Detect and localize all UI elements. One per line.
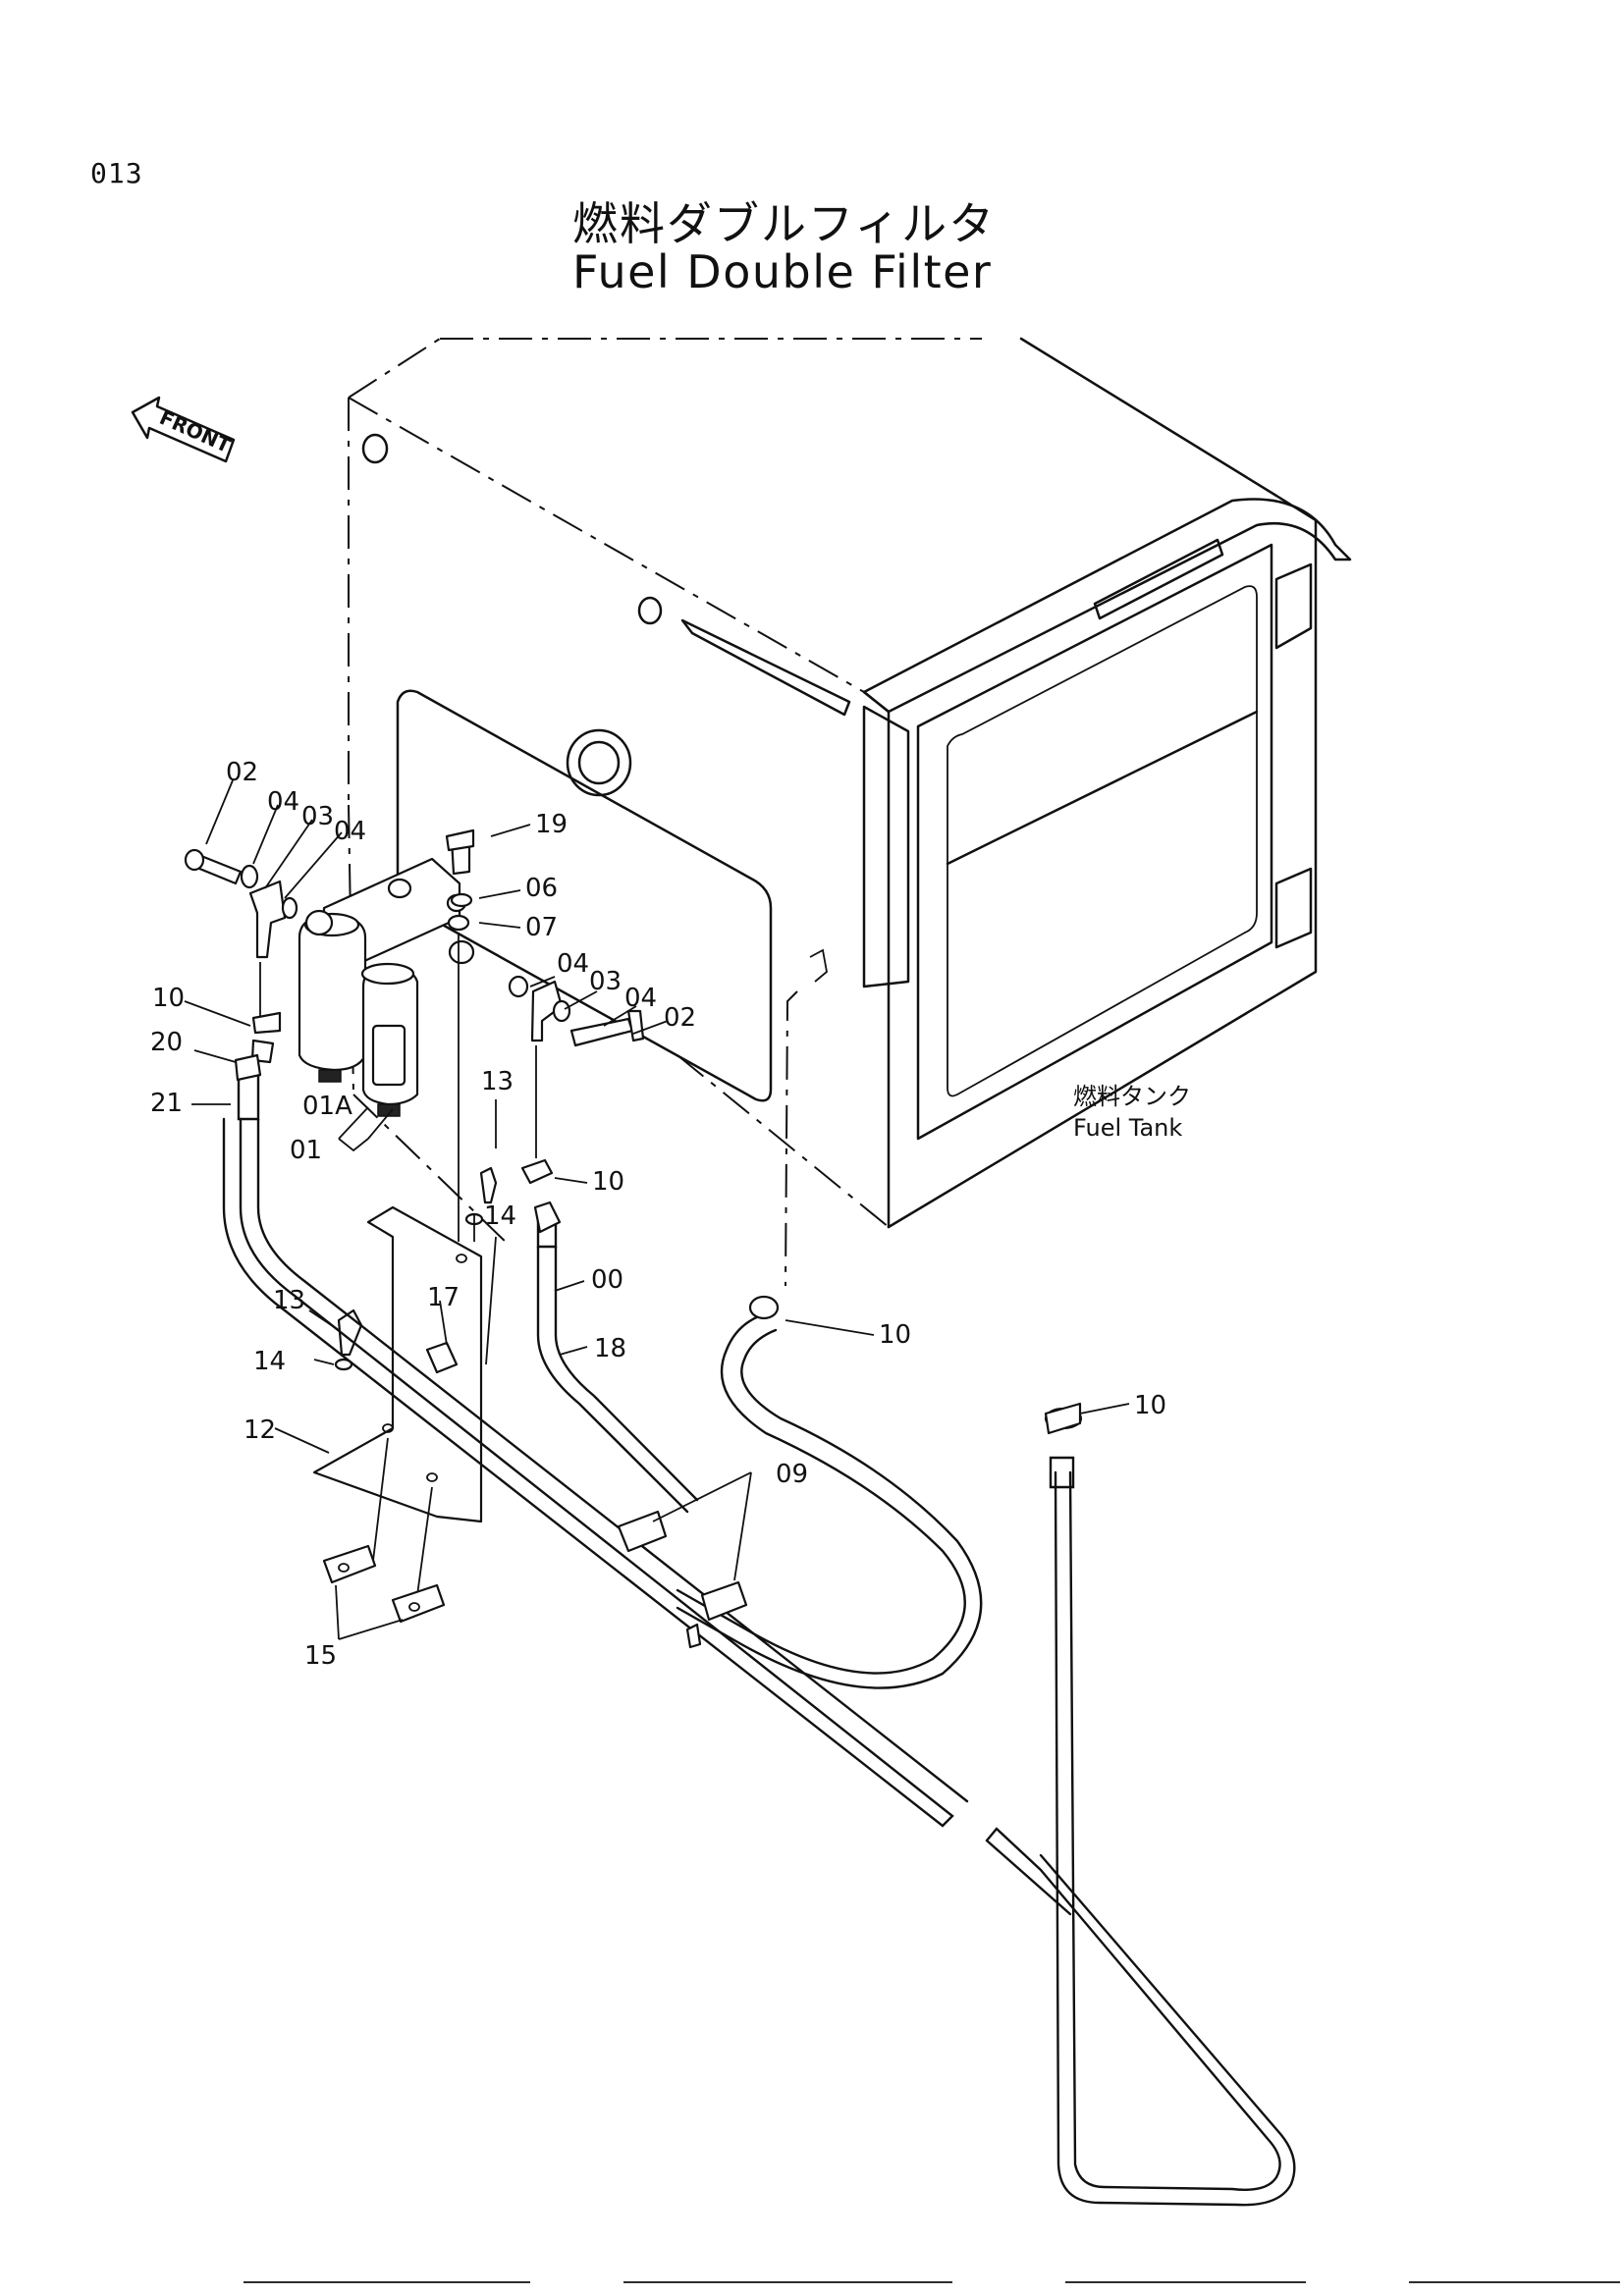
left-fittings [184,848,298,1035]
callout-00: 00 [591,1265,623,1295]
callout-04-right-a: 04 [557,949,589,979]
callout-10-pipe: 10 [1134,1391,1166,1420]
callout-13-upper: 13 [481,1067,514,1096]
fuel-tank [348,337,1352,1287]
tank-label-japanese: 燃料タンク [1073,1083,1191,1110]
callout-03-right: 03 [589,967,622,996]
callout-18: 18 [594,1334,626,1363]
callout-17: 17 [427,1283,460,1312]
callout-15: 15 [304,1641,337,1671]
callout-04-right-b: 04 [624,984,657,1013]
front-arrow-icon: FRONT [131,396,236,463]
tank-label-english: Fuel Tank [1073,1114,1182,1142]
filter-bracket [312,1166,498,1624]
callout-19: 19 [535,810,568,839]
callout-10-hose: 10 [879,1320,911,1350]
fuel-hoses [222,1039,1296,2207]
fuel-filter-assembly [298,857,475,1117]
callout-14-lower: 14 [253,1347,286,1376]
title-english: Fuel Double Filter [572,245,993,298]
right-fittings [445,828,645,1242]
front-arrow-label: FRONT [156,405,235,457]
callout-13-lower: 13 [273,1286,305,1315]
page-number: 013 [90,157,143,189]
callout-09: 09 [776,1460,808,1489]
callout-20: 20 [150,1028,183,1057]
leader-lines [184,779,1130,1640]
callout-01a: 01A [302,1092,352,1121]
callout-10-mid: 10 [592,1167,624,1197]
callout-21: 21 [150,1089,183,1118]
callout-labels: 02 04 03 04 19 06 07 04 03 04 02 10 20 2… [150,758,1166,1671]
callout-06: 06 [525,874,558,903]
callout-04-left-b: 04 [334,817,366,846]
callout-12: 12 [244,1415,276,1445]
callout-10-left: 10 [152,984,185,1013]
callout-02-right: 02 [664,1003,696,1033]
callout-04-left-a: 04 [267,787,299,817]
callout-02-left: 02 [226,758,258,787]
callout-03-left: 03 [301,802,334,831]
callout-14-upper: 14 [484,1201,516,1231]
callout-01: 01 [290,1136,322,1165]
callout-07: 07 [525,913,558,942]
title-japanese: 燃料ダブルフィルタ [572,197,997,250]
